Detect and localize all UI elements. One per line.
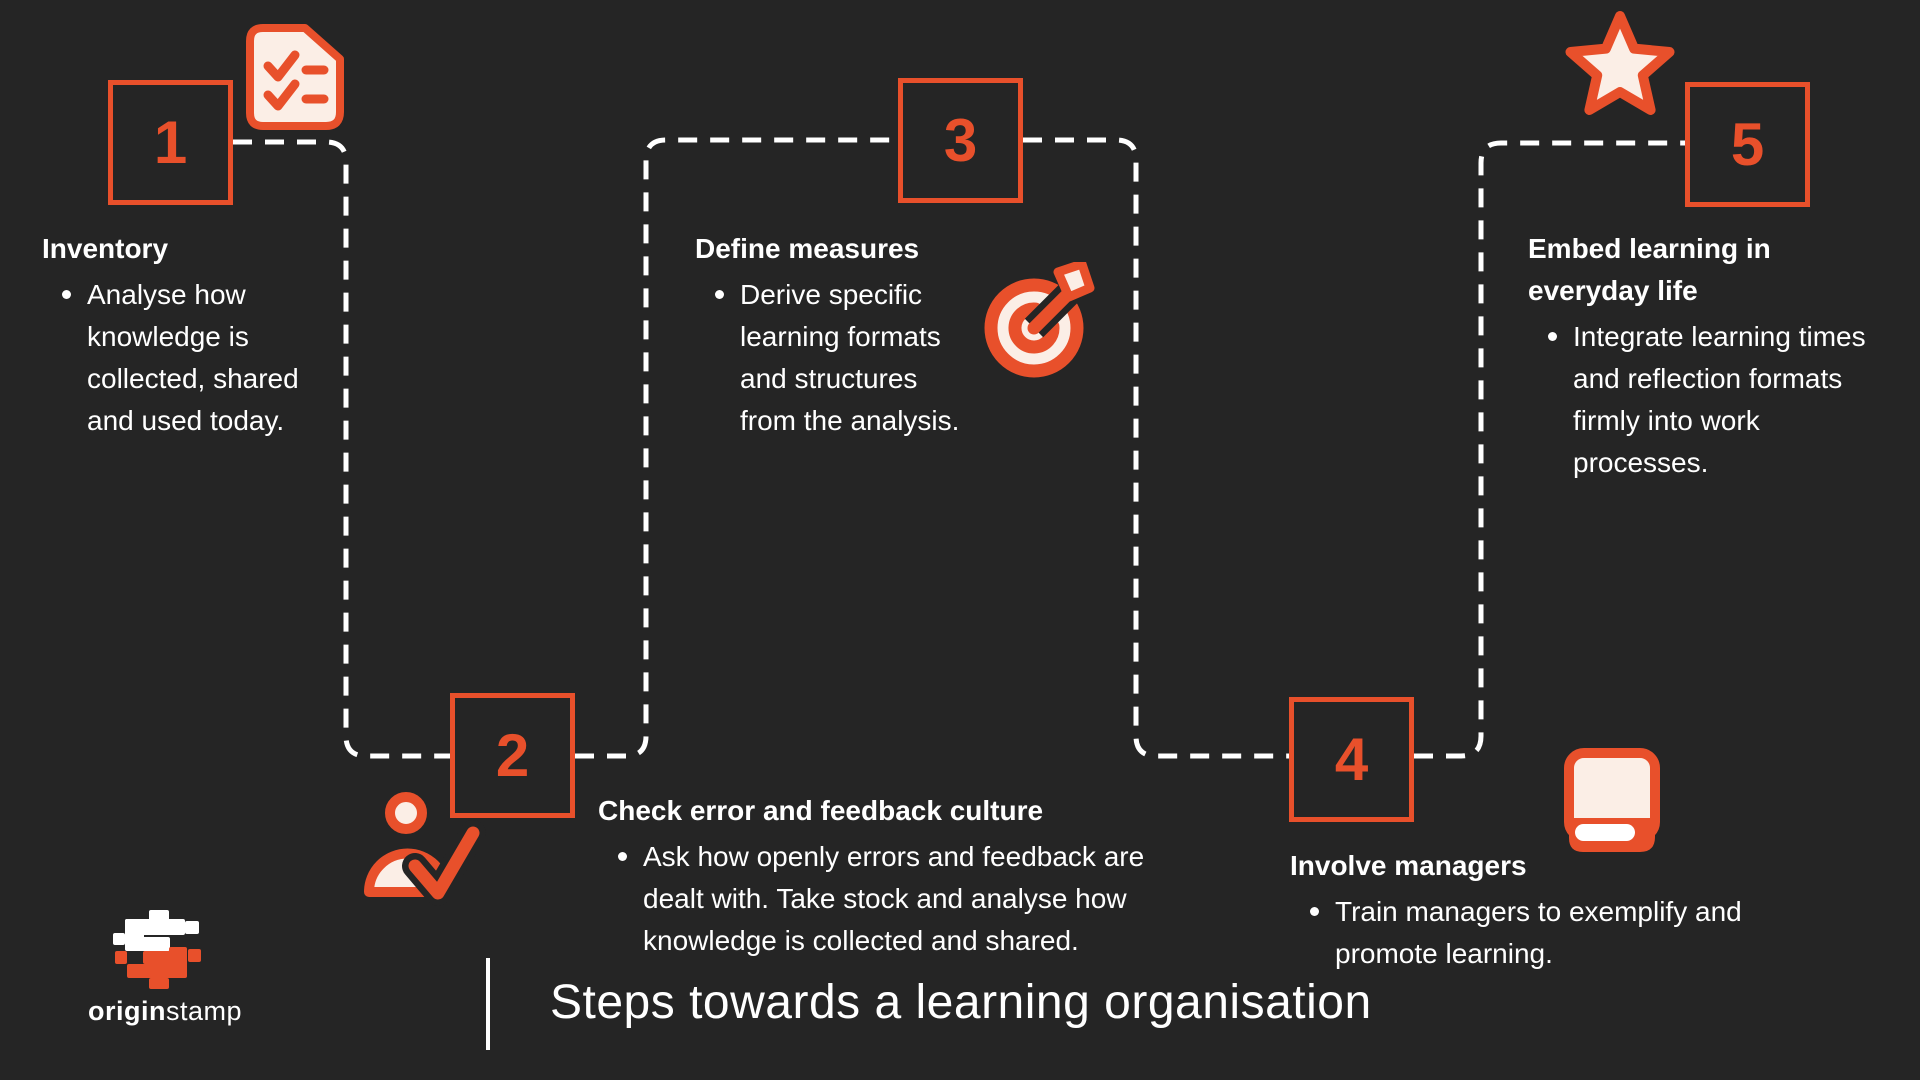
step-2-heading: Check error and feedback culture (598, 795, 1044, 826)
step-5-box: 5 (1685, 82, 1810, 207)
step-3-bullet: Derive specific learning formats and str… (695, 274, 995, 442)
step-1-box: 1 (108, 80, 233, 205)
step-1-number: 1 (153, 108, 188, 176)
step-3-text: Define measures Derive specific learning… (695, 228, 995, 442)
target-arrow-icon (984, 262, 1095, 378)
step-3-heading: Define measures (695, 233, 920, 264)
step-4-bullet: Train managers to exemplify and promote … (1290, 891, 1770, 975)
step-2-text: Check error and feedback culture Ask how… (598, 790, 1178, 962)
step-1-heading: Inventory (42, 233, 169, 264)
page-title: Steps towards a learning organisation (550, 976, 1372, 1029)
bullet-dot (618, 852, 627, 861)
step-2-bullet: Ask how openly errors and feedback are d… (598, 836, 1178, 962)
book-icon (1564, 748, 1660, 852)
star-icon (1565, 11, 1675, 115)
checklist-document-icon (246, 24, 344, 130)
originstamp-logo-icon (113, 910, 201, 989)
step-4-number: 4 (1334, 725, 1369, 793)
brand-name-stamp: stamp (166, 996, 243, 1026)
step-5-heading: Embed learning in everyday life (1528, 233, 1771, 306)
bullet-dot (1310, 907, 1319, 916)
bullet-dot (62, 290, 71, 299)
step-4-box: 4 (1289, 697, 1414, 822)
brand-name-origin: origin (88, 996, 166, 1026)
step-3-number: 3 (943, 106, 978, 174)
bullet-dot (715, 290, 724, 299)
step-2-box: 2 (450, 693, 575, 818)
step-5-number: 5 (1730, 110, 1765, 178)
step-3-box: 3 (898, 78, 1023, 203)
step-2-number: 2 (495, 721, 530, 789)
step-1-bullet: Analyse how knowledge is collected, shar… (42, 274, 332, 442)
step-5-text: Embed learning in everyday life Integrat… (1528, 228, 1873, 484)
person-checkmark-icon (364, 792, 486, 906)
step-5-bullet: Integrate learning times and reflection … (1528, 316, 1873, 484)
brand-name: originstamp (88, 996, 243, 1027)
step-1-text: Inventory Analyse how knowledge is colle… (42, 228, 332, 442)
step-4-text: Involve managers Train managers to exemp… (1290, 845, 1770, 975)
step-4-heading: Involve managers (1290, 850, 1527, 881)
title-divider (486, 958, 490, 1050)
bullet-dot (1548, 332, 1557, 341)
